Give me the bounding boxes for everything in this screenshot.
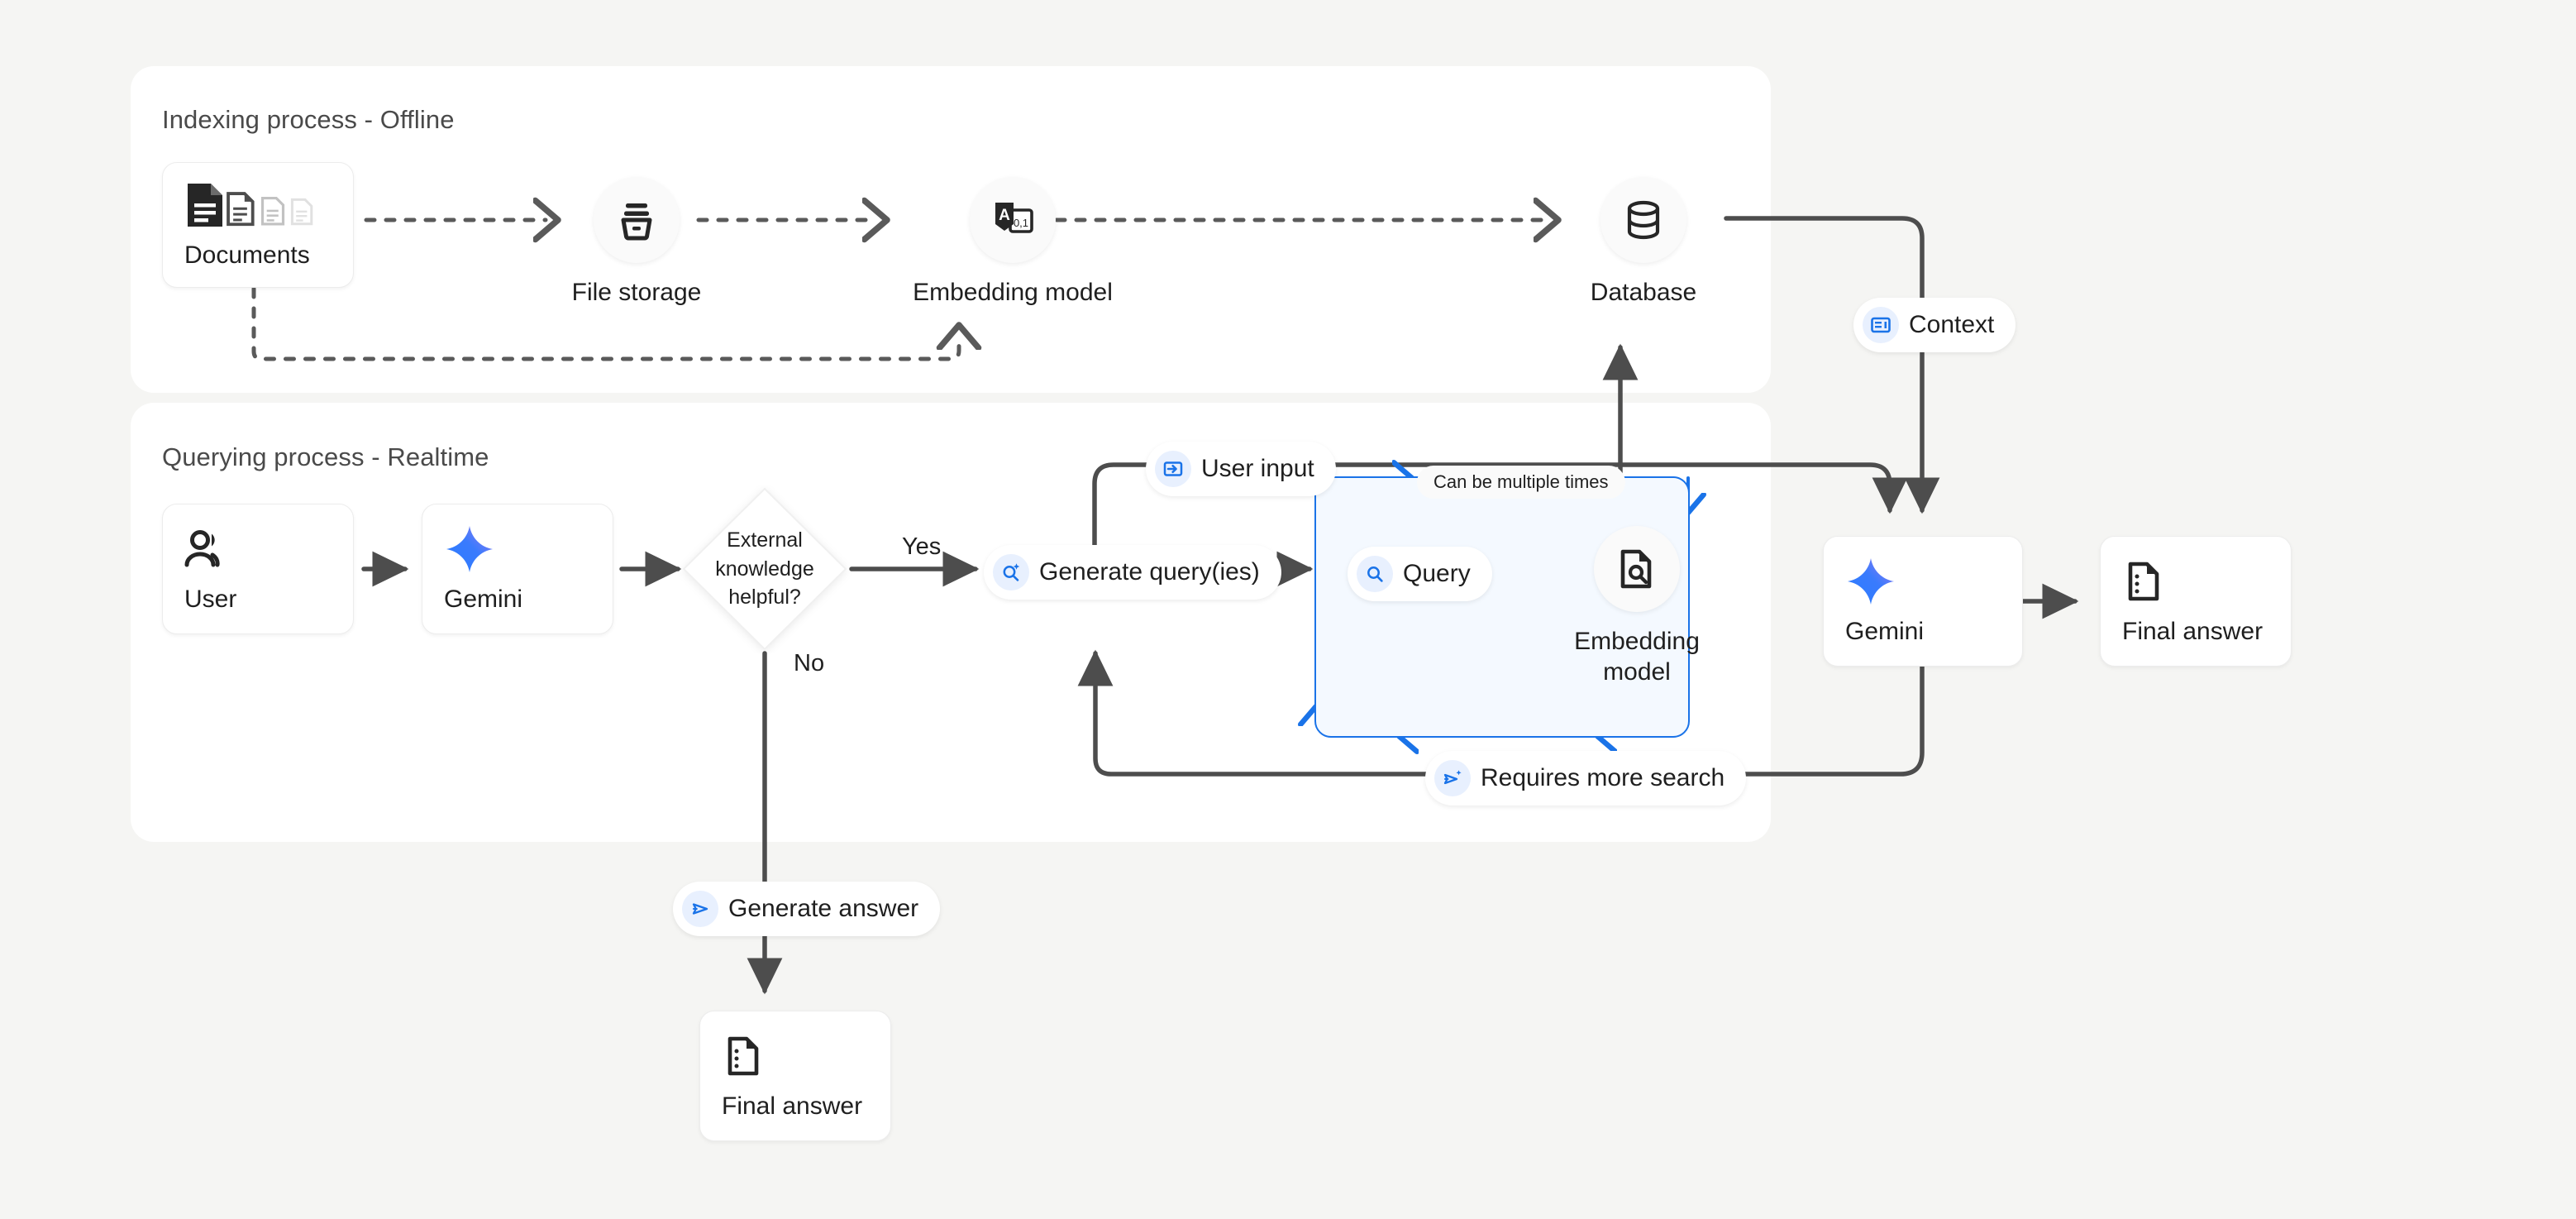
embedding-model-icon: 0,1 A: [970, 177, 1056, 263]
indexing-section-title: Indexing process - Offline: [162, 105, 455, 134]
badge-generate-answer-label: Generate answer: [728, 895, 919, 922]
answer-document-icon: [722, 1031, 890, 1081]
querying-section-title: Querying process - Realtime: [162, 442, 489, 471]
badge-generate-queries-label: Generate query(ies): [1039, 558, 1260, 586]
node-file-storage-label: File storage: [571, 279, 702, 306]
send-sparkle-icon: [1434, 760, 1471, 796]
file-storage-icon: [594, 177, 680, 263]
badge-user-input[interactable]: User input: [1146, 442, 1336, 496]
card-gemini-final[interactable]: Gemini: [1823, 536, 2023, 667]
decision-external-knowledge[interactable]: External knowledge helpful?: [678, 485, 852, 653]
node-file-storage[interactable]: File storage: [570, 177, 703, 308]
node-embedding-model-loop[interactable]: Embedding model: [1567, 526, 1706, 687]
svg-text:A: A: [999, 207, 1010, 224]
svg-text:0,1: 0,1: [1014, 217, 1028, 229]
card-documents-label: Documents: [184, 241, 310, 269]
node-embedding-model-offline-label: Embedding model: [913, 279, 1113, 306]
badge-generate-queries[interactable]: Generate query(ies): [984, 545, 1281, 600]
node-database[interactable]: Database: [1575, 177, 1712, 308]
card-gemini-first[interactable]: Gemini: [422, 504, 613, 634]
loop-caption: Can be multiple times: [1417, 466, 1625, 499]
send-icon: [682, 891, 718, 927]
badge-query-label: Query: [1403, 560, 1471, 587]
badge-context-label: Context: [1909, 311, 1995, 338]
badge-requires-more-search[interactable]: Requires more search: [1425, 751, 1747, 805]
node-embedding-model-offline[interactable]: 0,1 A Embedding model: [897, 177, 1128, 308]
decision-label: External knowledge helpful?: [678, 485, 852, 653]
edge-label-yes: Yes: [902, 533, 942, 560]
gemini-sparkle-icon: [444, 524, 613, 574]
decision-line-3: helpful?: [728, 586, 801, 610]
badge-user-input-label: User input: [1201, 455, 1314, 482]
login-arrow-icon: [1155, 451, 1191, 487]
card-documents[interactable]: Documents: [162, 162, 354, 288]
search-sparkle-icon: [993, 554, 1029, 590]
users-icon: [184, 524, 353, 574]
card-gemini-final-label: Gemini: [1845, 618, 1925, 645]
documents-icon: [184, 180, 353, 230]
card-final-answer-bottom-label: Final answer: [722, 1092, 863, 1120]
answer-document-icon: [2122, 557, 2291, 606]
badge-context[interactable]: Context: [1853, 298, 2016, 352]
decision-line-2: knowledge: [715, 557, 814, 581]
node-database-label: Database: [1590, 279, 1697, 306]
badge-query[interactable]: Query: [1348, 547, 1492, 601]
database-icon: [1600, 177, 1686, 263]
embedding-loop-line2: model: [1603, 657, 1671, 686]
embedding-loop-line1: Embedding: [1574, 628, 1700, 655]
decision-line-1: External: [727, 528, 803, 552]
card-final-answer-right-label: Final answer: [2122, 618, 2264, 645]
card-final-answer-right[interactable]: Final answer: [2100, 536, 2292, 667]
context-panel-icon: [1863, 307, 1899, 343]
card-gemini-first-label: Gemini: [444, 586, 523, 613]
edge-label-no: No: [794, 650, 825, 676]
badge-generate-answer[interactable]: Generate answer: [673, 882, 941, 936]
card-user[interactable]: User: [162, 504, 354, 634]
document-search-icon: [1594, 526, 1680, 612]
card-final-answer-bottom[interactable]: Final answer: [699, 1011, 891, 1141]
search-icon: [1357, 556, 1393, 592]
card-user-label: User: [184, 586, 237, 613]
gemini-sparkle-icon: [1845, 557, 2022, 606]
badge-requires-more-search-label: Requires more search: [1481, 764, 1725, 791]
node-embedding-model-loop-label: Embedding model: [1574, 627, 1700, 687]
